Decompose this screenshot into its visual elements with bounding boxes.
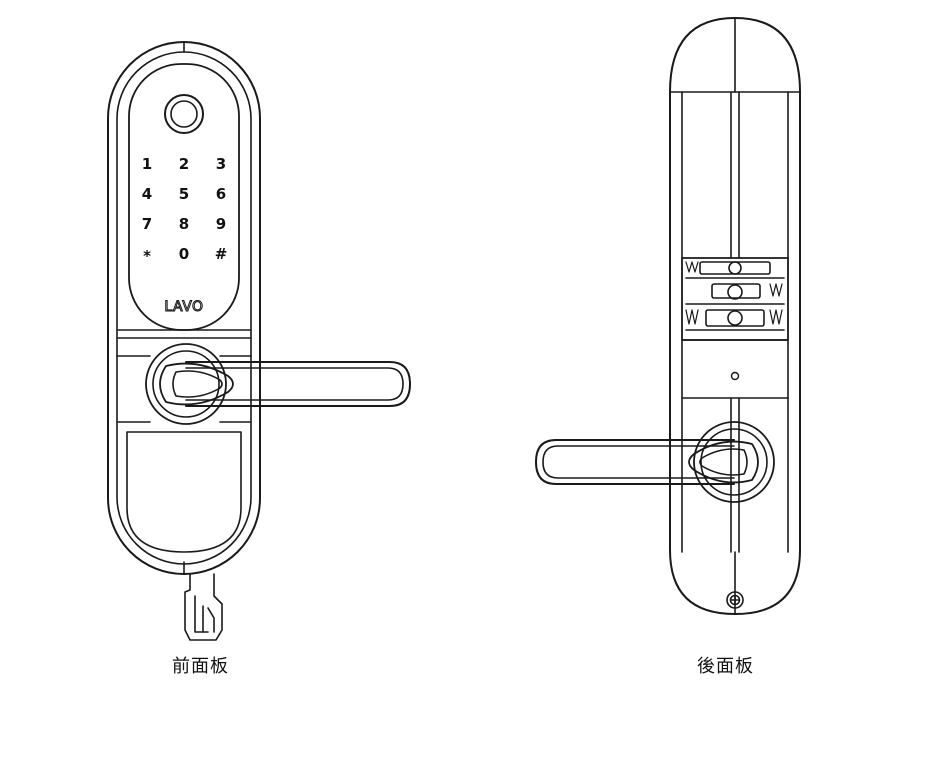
key-8: 8 bbox=[179, 215, 189, 233]
key-3: 3 bbox=[216, 155, 226, 173]
key-star: * bbox=[143, 247, 151, 265]
back-handle bbox=[535, 421, 775, 503]
key-6: 6 bbox=[216, 185, 226, 203]
mechanical-key-icon bbox=[184, 573, 223, 641]
key-2: 2 bbox=[179, 155, 189, 173]
key-7: 7 bbox=[142, 215, 152, 233]
key-9: 9 bbox=[216, 215, 226, 233]
front-panel-caption: 前面板 bbox=[172, 656, 229, 677]
front-panel bbox=[107, 41, 411, 641]
key-4: 4 bbox=[142, 185, 152, 203]
bottom-screw-icon bbox=[726, 591, 744, 609]
fingerprint-sensor-icon bbox=[164, 94, 204, 134]
key-0: 0 bbox=[179, 245, 189, 263]
screw-hole-icon bbox=[730, 371, 740, 381]
key-1: 1 bbox=[142, 155, 152, 173]
key-hash: # bbox=[215, 245, 228, 263]
key-5: 5 bbox=[179, 185, 189, 203]
back-panel bbox=[535, 17, 801, 615]
back-panel-caption: 後面板 bbox=[697, 656, 754, 677]
front-lower-cavity bbox=[126, 431, 242, 553]
front-handle bbox=[145, 343, 411, 425]
brand-logo: LAVO bbox=[164, 299, 203, 315]
